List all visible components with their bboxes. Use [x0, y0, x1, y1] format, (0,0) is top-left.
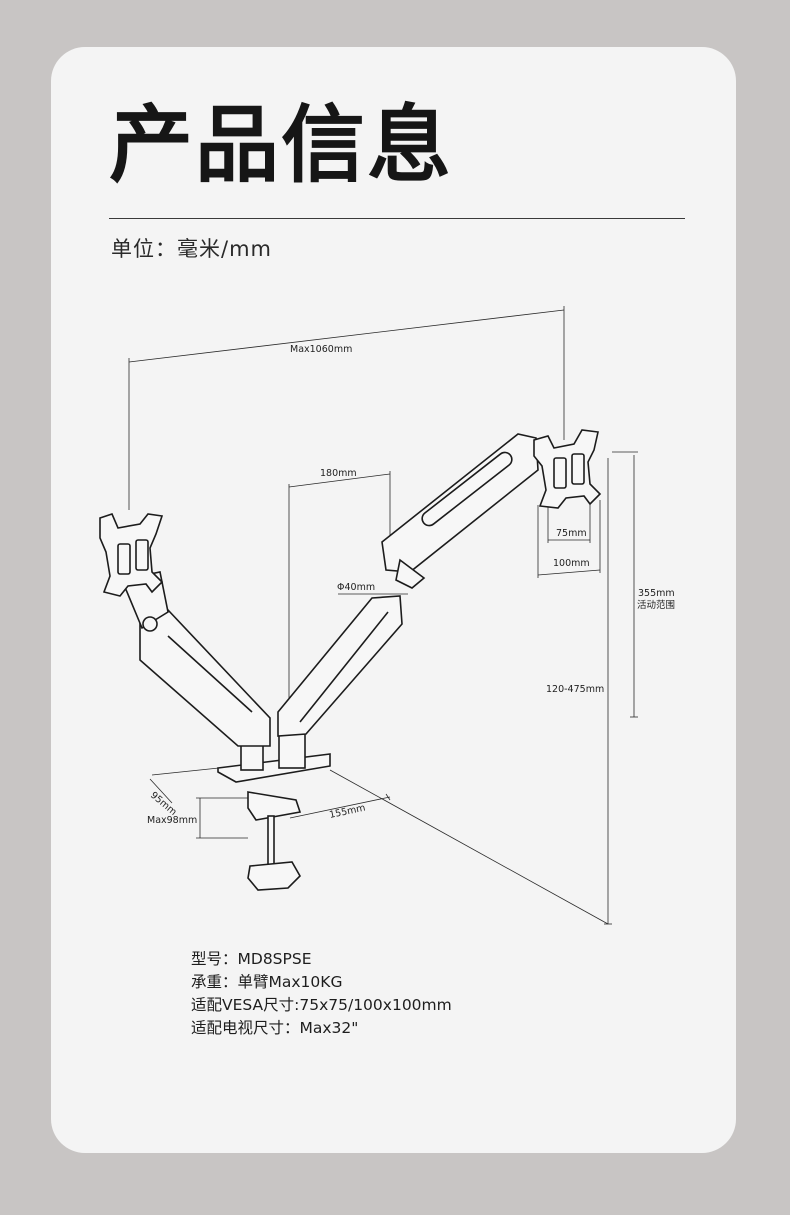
clamp-thickness-label: Max98mm: [147, 815, 197, 826]
spec-vesa: 适配VESA尺寸:75x75/100x100mm: [191, 996, 452, 1014]
range-caption-label: 活动范围: [637, 599, 675, 611]
dimension-lines: [128, 306, 638, 925]
monitor-arm-drawing: [99, 429, 602, 891]
vesa-small-label: 75mm: [556, 528, 587, 539]
page-title: 产品信息: [109, 96, 454, 194]
spec-model: 型号：MD8SPSE: [191, 950, 312, 968]
pole-diameter-label: Φ40mm: [337, 582, 375, 593]
height-range-label: 120-475mm: [546, 684, 604, 695]
unit-label: 单位：毫米/mm: [111, 237, 272, 261]
max-reach-label: Max1060mm: [290, 344, 352, 355]
spec-load: 承重：单臂Max10KG: [191, 973, 343, 991]
spec-list: 型号：MD8SPSE 承重：单臂Max10KG 适配VESA尺寸:75x75/1…: [191, 948, 452, 1040]
base-width-label: 155mm: [328, 803, 366, 821]
title-divider: [109, 218, 685, 219]
arm-spacing-label: 180mm: [320, 468, 357, 479]
spec-screen-size: 适配电视尺寸：Max32": [191, 1019, 359, 1037]
vesa-large-label: 100mm: [553, 558, 590, 569]
range-value-label: 355mm: [638, 588, 675, 599]
